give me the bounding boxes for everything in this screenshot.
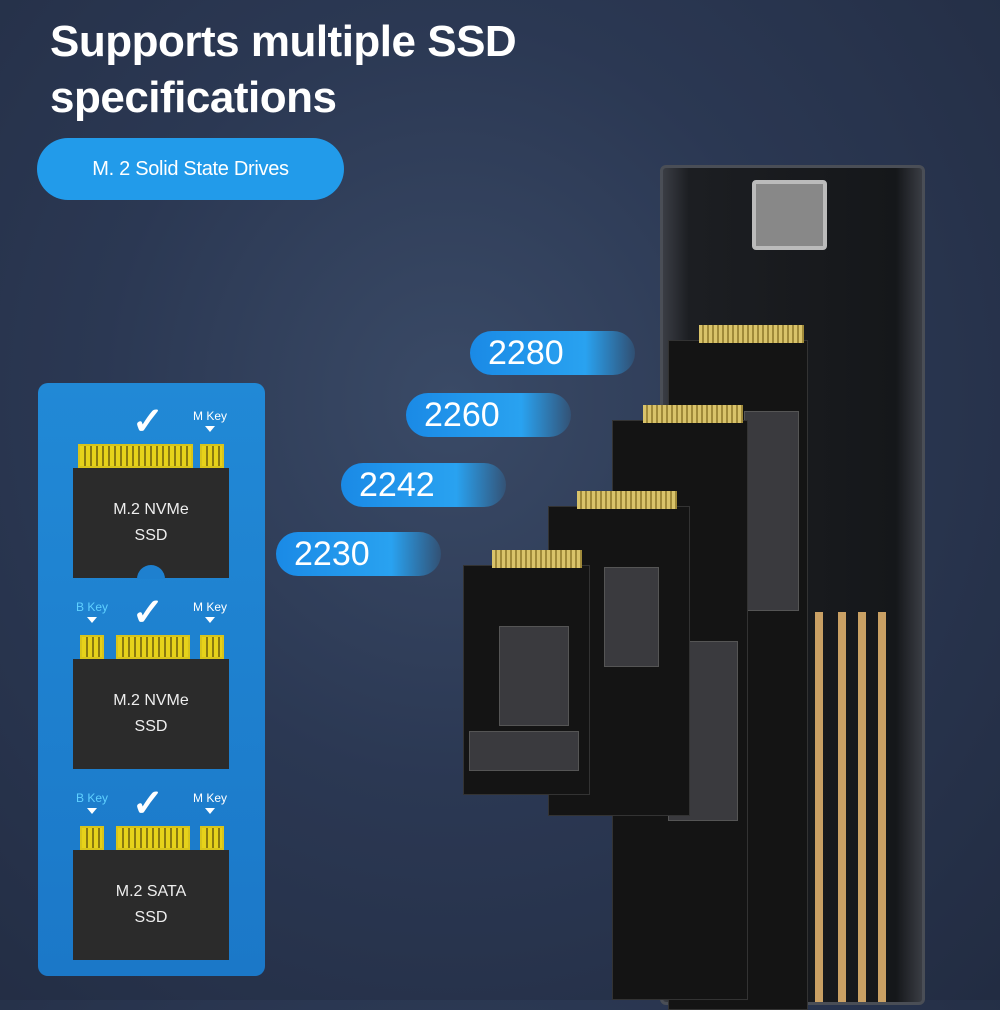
card-label: M.2 SATA — [115, 883, 187, 900]
ssd-2230 — [463, 550, 590, 795]
category-pill: M. 2 Solid State Drives — [37, 138, 344, 200]
card-label: M.2 NVMe — [113, 692, 189, 709]
connector-pins — [80, 826, 104, 850]
m-key-label: M Key — [192, 791, 227, 805]
key-label: M Key — [188, 791, 232, 814]
size-label-2260: 2260 — [406, 393, 571, 437]
gold-strip — [838, 612, 846, 1002]
usb-c-port — [752, 180, 827, 250]
m-key-label: M Key — [192, 409, 227, 423]
arrow-down-icon — [205, 808, 215, 814]
card-label: M.2 NVMe — [113, 501, 189, 518]
check-icon: ✓ — [132, 783, 164, 825]
b-key-label: B Key — [75, 600, 108, 614]
check-icon: ✓ — [132, 592, 164, 634]
m-key-label: M Key — [192, 600, 227, 614]
connector-pins — [200, 635, 224, 659]
gold-strip — [858, 612, 866, 1002]
b-key-label: B Key — [75, 791, 108, 805]
arrow-down-icon — [205, 426, 215, 432]
card-sata-bm-key: ✓ B Key M Key M.2 SATA SSD — [38, 785, 265, 985]
headline-line2: specifications — [50, 73, 337, 122]
size-label-2280: 2280 — [470, 331, 635, 375]
headline: Supports multiple SSD specifications — [50, 14, 517, 126]
gold-strip — [815, 612, 823, 1002]
connector-pins — [116, 635, 190, 659]
card-label: SSD — [134, 909, 168, 926]
key-label: M Key — [188, 600, 232, 623]
key-label: B Key — [70, 600, 114, 623]
connector-pins — [200, 826, 224, 850]
headline-line1: Supports multiple SSD — [50, 17, 517, 66]
connector-pins — [80, 635, 104, 659]
arrow-down-icon — [87, 808, 97, 814]
size-label-2230: 2230 — [276, 532, 441, 576]
arrow-down-icon — [205, 617, 215, 623]
check-icon: ✓ — [132, 401, 164, 443]
gold-strip — [878, 612, 886, 1002]
arrow-down-icon — [87, 617, 97, 623]
notch — [137, 565, 165, 579]
key-label: M Key — [188, 409, 232, 432]
size-label-2242: 2242 — [341, 463, 506, 507]
connector-pins — [116, 826, 190, 850]
connector-pins — [78, 444, 193, 468]
key-label: B Key — [70, 791, 114, 814]
card-label: SSD — [134, 527, 168, 544]
connector-pins — [200, 444, 224, 468]
card-label: SSD — [134, 718, 168, 735]
ssd-card-body: M.2 SATA SSD — [73, 850, 229, 960]
